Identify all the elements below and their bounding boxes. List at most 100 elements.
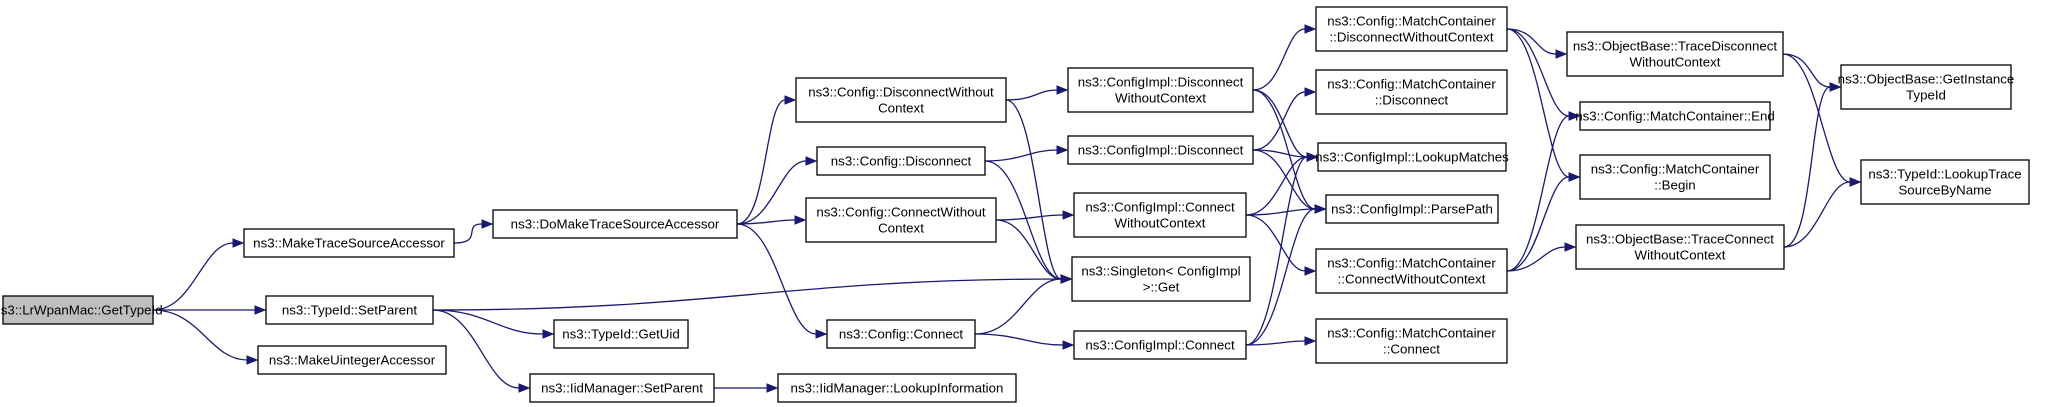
arrowhead-icon [232,238,245,248]
edge-line [1782,53,1851,183]
edge-line [1245,208,1316,216]
node-label: WithoutContext [1630,55,1721,70]
edge-line [1506,246,1566,272]
edge-ob-trace-conn-to-ob-get-inst-type-id [1783,82,1842,248]
node-do-make-tsa[interactable]: ns3::DoMakeTraceSourceAccessor [492,209,738,239]
edge-cfg-disc-wo-ctx-to-impl-disc-wo-ctx [1005,85,1069,101]
node-label: TypeId [1906,88,1946,103]
arrowhead-icon [784,95,797,105]
edge-get-type-id-to-make-tsa [152,238,245,311]
node-label: ns3::ConfigImpl::Connect [1085,200,1235,215]
node-mc-disc-wo-ctx[interactable]: ns3::Config::MatchContainer::DisconnectW… [1315,6,1508,52]
edge-iid-set-parent-to-iid-lookup-info [713,383,779,393]
node-impl-connect[interactable]: ns3::ConfigImpl::Connect [1073,330,1247,360]
edge-line [1245,208,1316,346]
node-impl-disc-wo-ctx[interactable]: ns3::ConfigImpl::DisconnectWithoutContex… [1067,67,1254,113]
node-mc-conn-wo-ctx[interactable]: ns3::Config::MatchContainer::ConnectWith… [1315,248,1508,294]
edge-line [1783,181,1851,248]
edge-cfg-conn-wo-ctx-to-impl-conn-wo-ctx [995,210,1075,221]
node-mc-connect[interactable]: ns3::Config::MatchContainer::Connect [1315,318,1508,364]
node-label: ns3::IidManager::SetParent [541,381,703,396]
arrowhead-icon [1568,111,1581,121]
edge-line [995,214,1064,221]
node-box [2,295,154,325]
node-get-type-id[interactable]: ns3::LrWpanMac::GetTypeId [0,295,163,325]
edge-line [1252,28,1306,91]
edge-impl-disc-wo-ctx-to-mc-disc-wo-ctx [1252,24,1317,91]
edge-line [1783,86,1831,248]
node-ob-trace-conn[interactable]: ns3::ObjectBase::TraceConnectWithoutCont… [1575,224,1785,270]
edge-do-make-tsa-to-cfg-disconnect [736,156,818,225]
node-label: ns3::TypeId::LookupTrace [1868,167,2021,182]
arrowhead-icon [815,329,828,339]
arrowhead-icon [1062,340,1075,350]
node-ob-trace-disc[interactable]: ns3::ObjectBase::TraceDisconnectWithoutC… [1566,31,1784,77]
node-impl-conn-wo-ctx[interactable]: ns3::ConfigImpl::ConnectWithoutContext [1073,192,1247,238]
node-label: WithoutContext [1115,216,1206,231]
node-cfg-disconnect[interactable]: ns3::Config::Disconnect [816,146,986,176]
node-box [777,373,1017,403]
edge-line [152,242,234,311]
node-iid-set-parent[interactable]: ns3::IidManager::SetParent [529,373,715,403]
edge-set-parent-to-get-uid [432,309,555,339]
node-lookup-matches[interactable]: ns3::ConfigImpl::LookupMatches [1315,142,1509,172]
edge-cfg-connect-to-impl-connect [974,333,1075,350]
node-cfg-connect[interactable]: ns3::Config::Connect [826,319,976,349]
edge-line [1252,149,1316,210]
edge-line [1782,53,1831,88]
node-label: ns3::ObjectBase::GetInstance [1838,72,2015,87]
node-label: ns3::ConfigImpl::ParsePath [1331,202,1493,217]
arrowhead-icon [794,215,807,225]
node-cfg-conn-wo-ctx[interactable]: ns3::Config::ConnectWithoutContext [805,197,997,243]
edge-do-make-tsa-to-cfg-conn-wo-ctx [736,215,807,225]
node-label: ns3::Config::Disconnect [831,154,972,169]
edge-impl-connect-to-mc-connect [1245,336,1317,346]
node-label: ns3::Config::MatchContainer [1327,326,1496,341]
arrowhead-icon [518,383,531,393]
node-set-parent[interactable]: ns3::TypeId::SetParent [265,295,434,325]
node-make-tsa[interactable]: ns3::MakeTraceSourceAccessor [243,228,455,258]
edge-cfg-disconnect-to-singleton-get [984,160,1073,284]
node-box [1073,330,1247,360]
node-label: ns3::TypeId::GetUid [562,327,680,342]
node-box [492,209,738,239]
node-mc-begin[interactable]: ns3::Config::MatchContainer::Begin [1579,154,1771,200]
edge-mc-conn-wo-ctx-to-mc-begin [1506,172,1581,272]
edge-line [1506,176,1570,272]
node-label: ns3::Config::Connect [839,327,963,342]
node-label: Context [878,101,924,116]
node-parse-path[interactable]: ns3::ConfigImpl::ParsePath [1325,194,1499,224]
node-label: ::Begin [1654,178,1695,193]
node-box [816,146,986,176]
node-label: SourceByName [1898,183,1991,198]
node-box [1860,159,2030,205]
edge-get-type-id-to-make-uint-acc [152,309,259,365]
node-label: ns3::IidManager::LookupInformation [791,381,1004,396]
arrowhead-icon [1304,87,1317,97]
arrowhead-icon [1564,242,1577,252]
arrowhead-icon [481,219,494,229]
node-make-uint-acc[interactable]: ns3::MakeUintegerAccessor [257,345,447,375]
node-mc-disconnect[interactable]: ns3::Config::MatchContainer::Disconnect [1315,69,1508,115]
node-box [1840,64,2012,110]
arrowhead-icon [1849,177,1862,187]
node-cfg-disc-wo-ctx[interactable]: ns3::Config::DisconnectWithoutContext [795,77,1007,123]
arrowhead-icon [1314,204,1327,214]
edge-line [984,160,1062,280]
node-mc-end[interactable]: ns3::Config::MatchContainer::End [1575,101,1775,131]
node-iid-lookup-info[interactable]: ns3::IidManager::LookupInformation [777,373,1017,403]
node-box [826,319,976,349]
edge-line [152,309,248,361]
edge-line [432,309,520,389]
edge-impl-conn-wo-ctx-to-parse-path [1245,204,1327,216]
edge-line [1506,115,1570,272]
node-singleton-get[interactable]: ns3::Singleton< ConfigImpl >::Get [1071,256,1251,302]
node-label: ns3::TypeId::SetParent [282,303,418,318]
node-get-uid[interactable]: ns3::TypeId::GetUid [553,319,689,349]
node-box [1073,192,1247,238]
node-impl-disconnect[interactable]: ns3::ConfigImpl::Disconnect [1067,135,1254,165]
call-nodes: ns3::LrWpanMac::GetTypeId ns3::MakeTraceS… [0,6,2030,403]
